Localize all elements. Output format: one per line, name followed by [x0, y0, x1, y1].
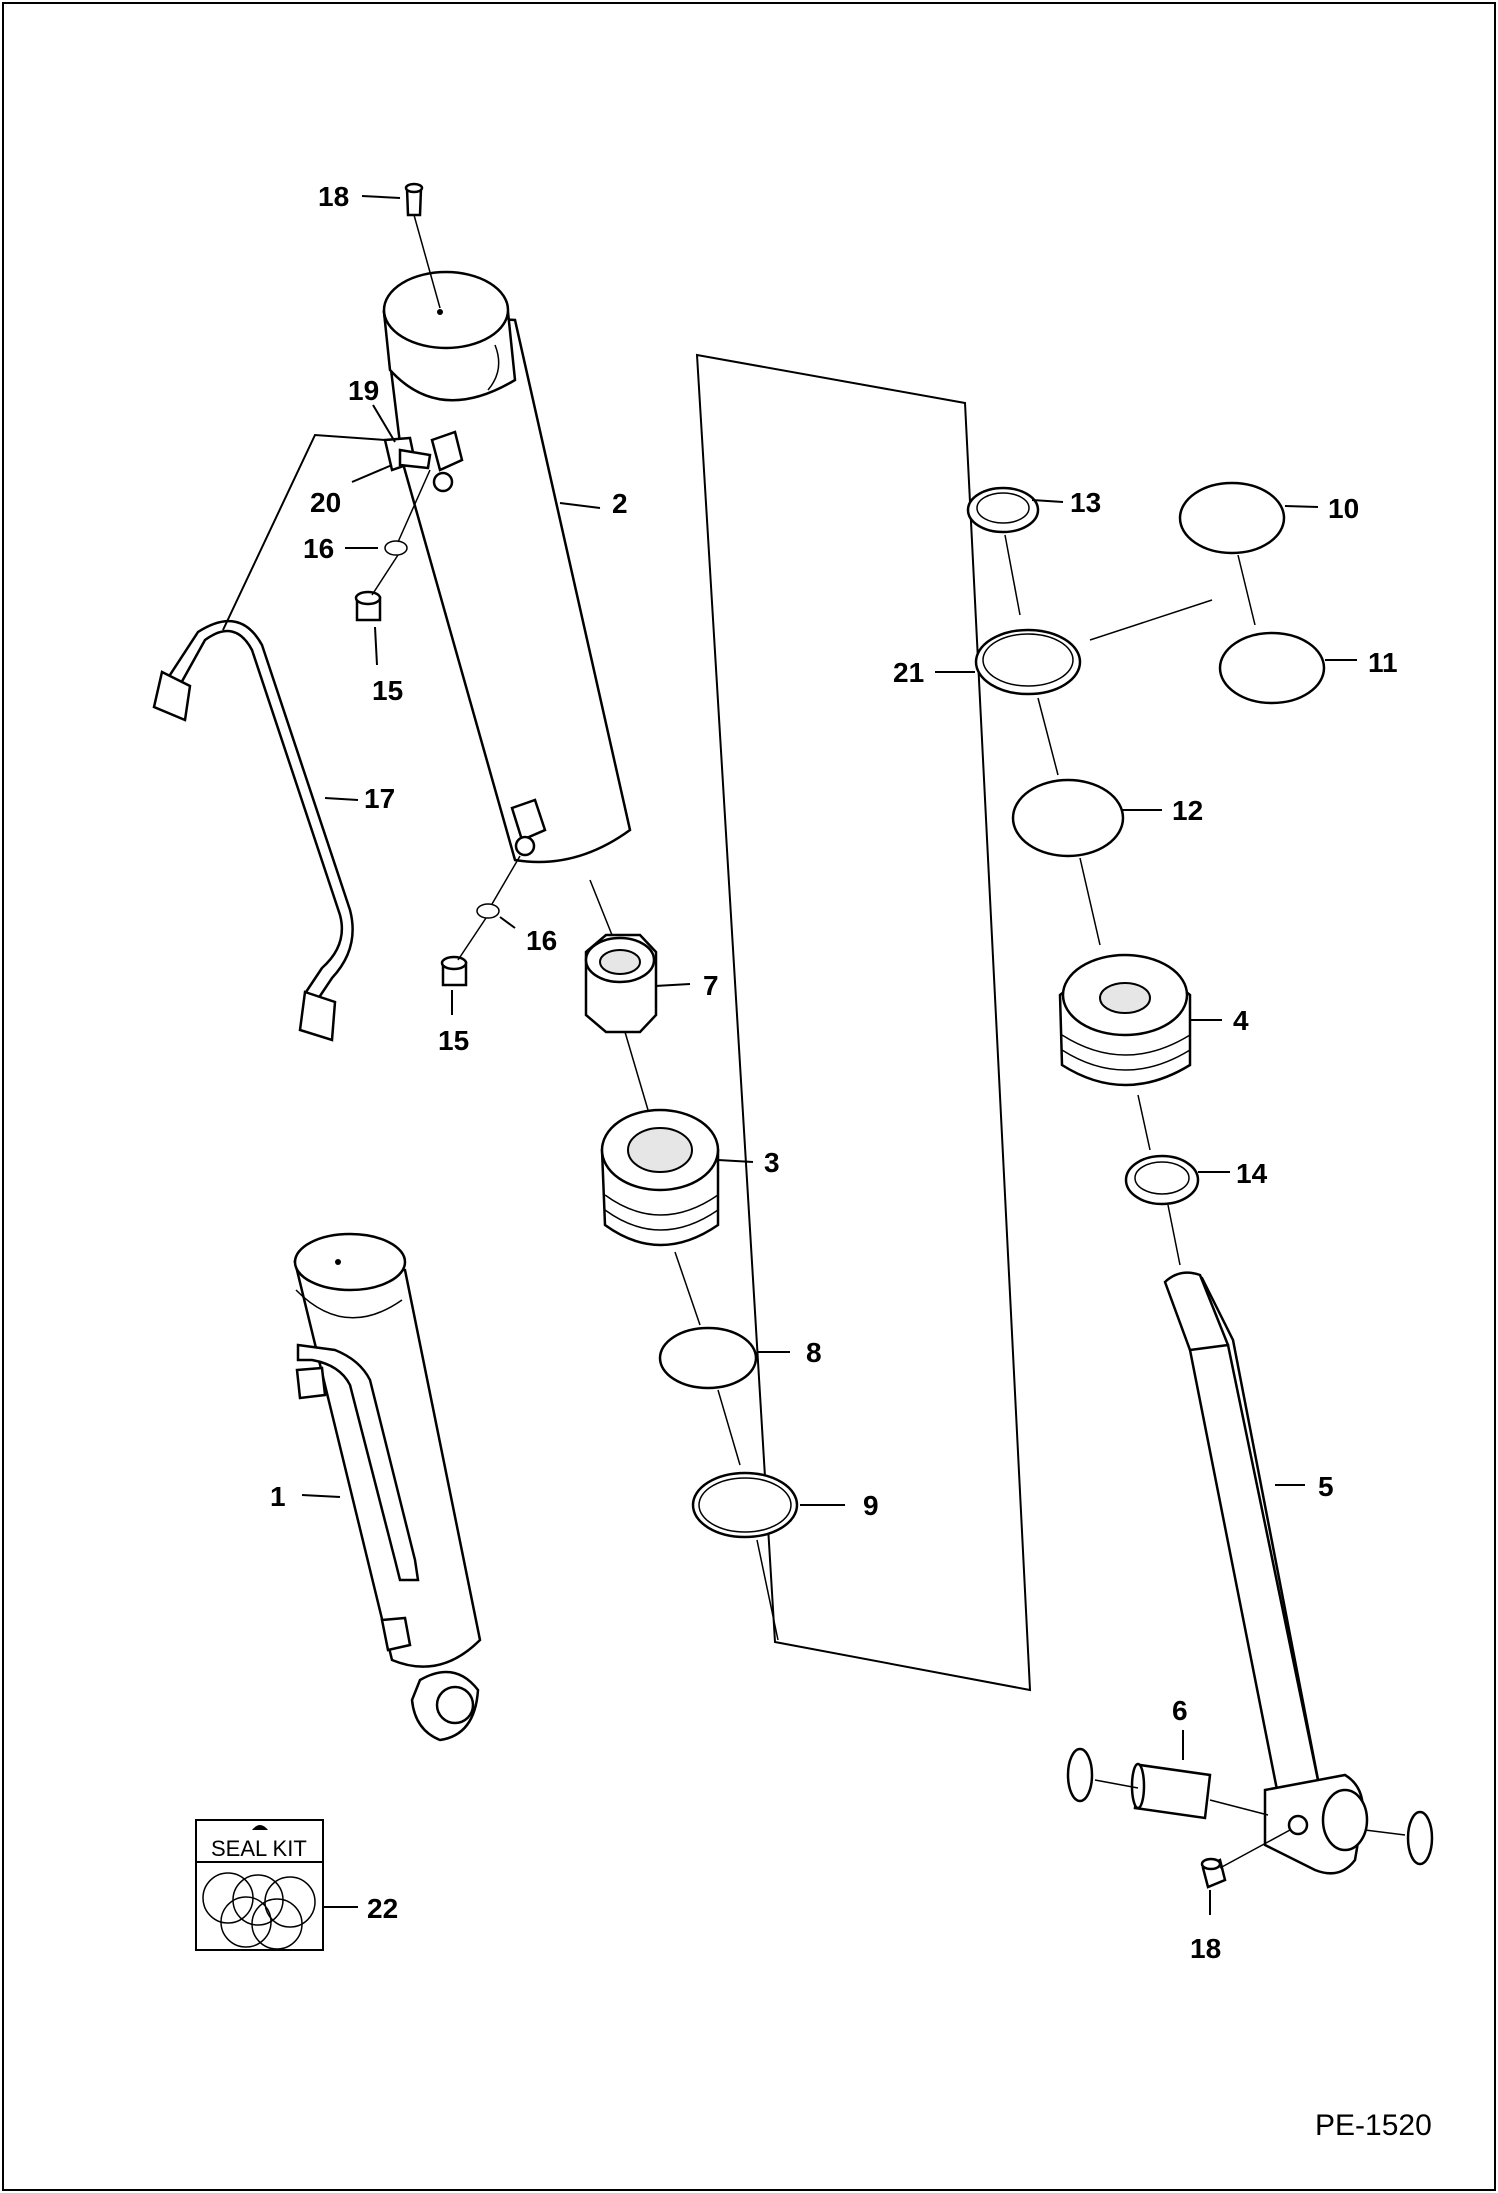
callout-14: 14: [1236, 1158, 1268, 1189]
leader-lines: [301, 195, 1357, 1915]
callout-3: 3: [764, 1147, 780, 1178]
callout-10: 10: [1328, 493, 1359, 524]
part-11-ring: [1218, 631, 1326, 705]
callout-11: 11: [1368, 647, 1398, 678]
part-5-rod: [1163, 1271, 1369, 1875]
part-9-ring: [691, 1471, 799, 1539]
callout-5: 5: [1318, 1471, 1334, 1502]
callout-16-upper: 16: [303, 533, 334, 564]
callout-18-bottom: 18: [1190, 1933, 1221, 1964]
part-7-nut: [584, 933, 658, 1034]
part-2-barrel: [382, 182, 632, 864]
callout-4: 4: [1233, 1005, 1249, 1036]
callout-22: 22: [367, 1893, 398, 1924]
seal-kit-box: [195, 1819, 324, 1951]
callout-17: 17: [364, 783, 395, 814]
part-16-orings: [384, 540, 500, 919]
callout-20: 20: [310, 487, 341, 518]
part-17-tube: [152, 619, 354, 1042]
callout-16-lower: 16: [526, 925, 557, 956]
part-10-ring: [1178, 481, 1286, 555]
callout-8: 8: [806, 1337, 822, 1368]
callout-1: 1: [270, 1481, 286, 1512]
exploded-group-frame: [695, 353, 1032, 1692]
drawing-id: PE-1520: [1315, 2109, 1432, 2142]
callout-9: 9: [863, 1490, 879, 1521]
callout-15-upper: 15: [372, 675, 403, 706]
callout-7: 7: [703, 970, 719, 1001]
part-14-ring: [1124, 1154, 1200, 1206]
seal-kit-label: SEAL KIT: [211, 1836, 307, 1861]
callout-6: 6: [1172, 1695, 1188, 1726]
part-19-20-clamp: [383, 436, 432, 472]
part-18-grease-fitting-bottom: [1200, 1857, 1227, 1889]
part-3-gland: [600, 1108, 720, 1247]
part-15-plugs: [354, 590, 468, 987]
part-1-cylinder-assembly: [293, 1232, 482, 1742]
part-12-ring: [1011, 778, 1125, 858]
part-13-wiper: [966, 486, 1040, 534]
callout-18-top: 18: [318, 181, 349, 212]
callout-13: 13: [1070, 487, 1101, 518]
part-4-piston: [1058, 953, 1192, 1087]
callout-2: 2: [612, 488, 628, 519]
callout-19: 19: [348, 375, 379, 406]
callout-12: 12: [1172, 795, 1203, 826]
part-6-bushing: [1130, 1762, 1212, 1820]
part-8-ring: [658, 1326, 758, 1390]
callout-15-lower: 15: [438, 1025, 469, 1056]
part-21-ring: [974, 628, 1082, 696]
callout-21: 21: [893, 657, 924, 688]
pivot-snap-rings: [1066, 1747, 1434, 1866]
